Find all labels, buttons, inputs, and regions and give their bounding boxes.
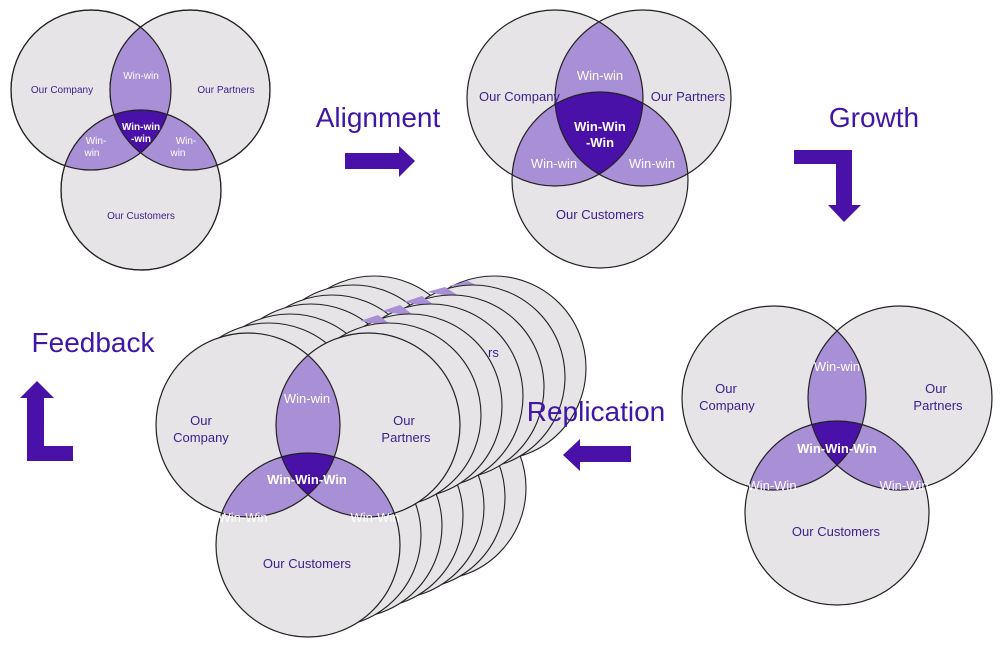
top-overlap-label: Win-win: [577, 68, 623, 83]
top-overlap-label: Win-win: [814, 359, 860, 374]
feedback-arrow-turn-up-icon: [20, 381, 73, 461]
left-overlap-label-1: Win-: [86, 136, 107, 147]
company-label-1: Our: [190, 413, 212, 428]
partners-customers-overlap: [808, 421, 929, 490]
growth-arrow-turn-down-icon: [794, 150, 861, 222]
right-overlap-label: Win-Win: [350, 510, 399, 525]
customers-label: Our Customers: [107, 211, 175, 222]
left-overlap-label: Win-Win: [218, 510, 267, 525]
center-label-1: Win-Win: [574, 119, 626, 134]
center-label-1: Win-win: [122, 122, 160, 133]
partners-label-1: Our: [925, 381, 947, 396]
center-label-2: -win: [131, 134, 151, 145]
company-customers-overlap: [61, 110, 171, 170]
company-customers-overlap: [216, 453, 340, 517]
venn-diagram-grown: Our Company Our Partners Our Customers W…: [681, 305, 993, 606]
top-overlap-label: Win-win: [284, 391, 330, 406]
company-label-2: Company: [699, 398, 755, 413]
company-customers-overlap: [745, 421, 866, 490]
venn-diagram-stack: rs Our Company Our Partners Our Customer…: [155, 275, 587, 638]
partners-label-2: Partners: [381, 430, 431, 445]
partners-label: Our Partners: [197, 85, 254, 96]
stacked-partners-fragment: rs: [488, 345, 499, 360]
step-label-feedback: Feedback: [32, 327, 156, 358]
top-overlap-label: Win-win: [123, 71, 159, 82]
partners-customers-overlap: [110, 110, 221, 170]
right-overlap-label: Win-Win: [879, 478, 928, 493]
replication-arrow-left-icon: [563, 439, 631, 471]
center-label: Win-Win-Win: [267, 472, 347, 487]
venn-diagram-aligned: Our Company Our Partners Our Customers W…: [466, 9, 732, 269]
venn-diagram-small: Our Company Our Partners Our Customers W…: [10, 9, 271, 271]
left-overlap-label: Win-Win: [747, 478, 796, 493]
company-label-2: Company: [173, 430, 229, 445]
left-overlap-label: Win-win: [531, 156, 577, 171]
partners-customers-overlap: [276, 453, 400, 517]
customers-label: Our Customers: [263, 556, 352, 571]
center-label-2: -Win: [586, 135, 614, 150]
step-label-alignment: Alignment: [316, 102, 441, 133]
partners-label: Our Partners: [651, 89, 726, 104]
company-label: Our Company: [31, 85, 93, 96]
partners-label-2: Partners: [913, 398, 963, 413]
center-label: Win-Win-Win: [797, 441, 877, 456]
left-overlap-label-2: win: [83, 148, 99, 159]
customers-label: Our Customers: [556, 207, 645, 222]
alignment-arrow-right-icon: [345, 146, 415, 177]
right-overlap-label: Win-win: [629, 156, 675, 171]
company-label: Our Company: [479, 89, 560, 104]
step-label-growth: Growth: [829, 102, 919, 133]
right-overlap-label-1: Win-: [176, 136, 197, 147]
right-overlap-label-2: win: [169, 148, 185, 159]
partners-label-1: Our: [393, 413, 415, 428]
customers-label: Our Customers: [792, 524, 881, 539]
company-label-1: Our: [715, 381, 737, 396]
step-label-replication: Replication: [527, 396, 666, 427]
